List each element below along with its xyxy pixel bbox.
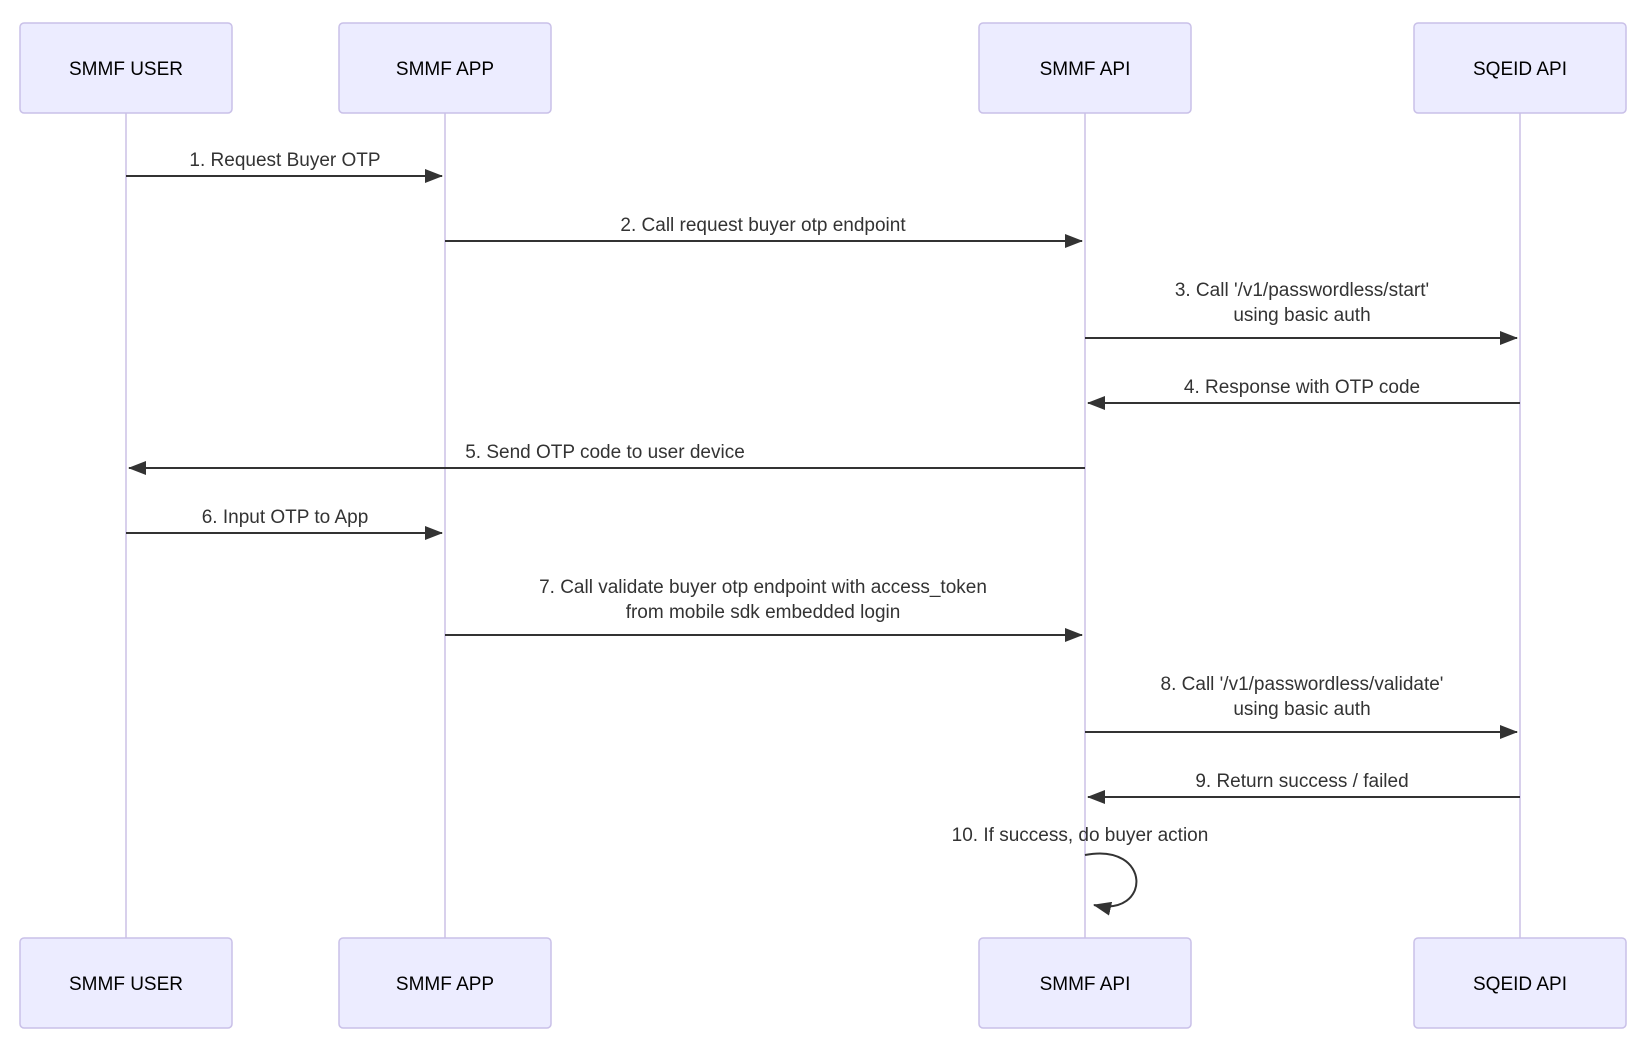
message-3-label-line2: using basic auth [1233,305,1370,326]
actor-label-sqeid-api-top: SQEID API [1473,59,1567,80]
message-10-label: 10. If success, do buyer action [952,825,1209,846]
actor-label-sqeid-api-bottom: SQEID API [1473,974,1567,995]
actor-box-smmf-api-top [978,22,1192,114]
message-6-label: 6. Input OTP to App [202,507,369,528]
actor-box-smmf-user-top [19,22,233,114]
actor-box-smmf-app-top [338,22,552,114]
message-7-label-line2: from mobile sdk embedded login [626,602,901,623]
actor-label-smmf-app-top: SMMF APP [396,59,494,80]
message-8-label-line1: 8. Call '/v1/passwordless/validate' [1161,674,1444,695]
message-3-label-line1: 3. Call '/v1/passwordless/start' [1175,280,1429,301]
actor-label-smmf-app-bottom: SMMF APP [396,974,494,995]
message-9-label: 9. Return success / failed [1195,771,1408,792]
message-4-label: 4. Response with OTP code [1184,377,1420,398]
actor-label-smmf-user-bottom: SMMF USER [69,974,183,995]
actor-label-smmf-api-top: SMMF API [1040,59,1131,80]
actor-box-smmf-api-bottom [978,937,1192,1029]
message-5-label: 5. Send OTP code to user device [465,442,745,463]
actor-box-sqeid-api-bottom [1413,937,1627,1029]
message-8-label-line2: using basic auth [1233,699,1370,720]
actor-box-smmf-user-bottom [19,937,233,1029]
message-7-label-line1: 7. Call validate buyer otp endpoint with… [539,577,987,598]
actor-label-smmf-user-top: SMMF USER [69,59,183,80]
message-10-self-loop-arrow [1084,852,1138,916]
actor-label-smmf-api-bottom: SMMF API [1040,974,1131,995]
actor-box-sqeid-api-top [1413,22,1627,114]
actor-box-smmf-app-bottom [338,937,552,1029]
message-1-label: 1. Request Buyer OTP [189,150,380,171]
message-2-label: 2. Call request buyer otp endpoint [620,215,906,236]
